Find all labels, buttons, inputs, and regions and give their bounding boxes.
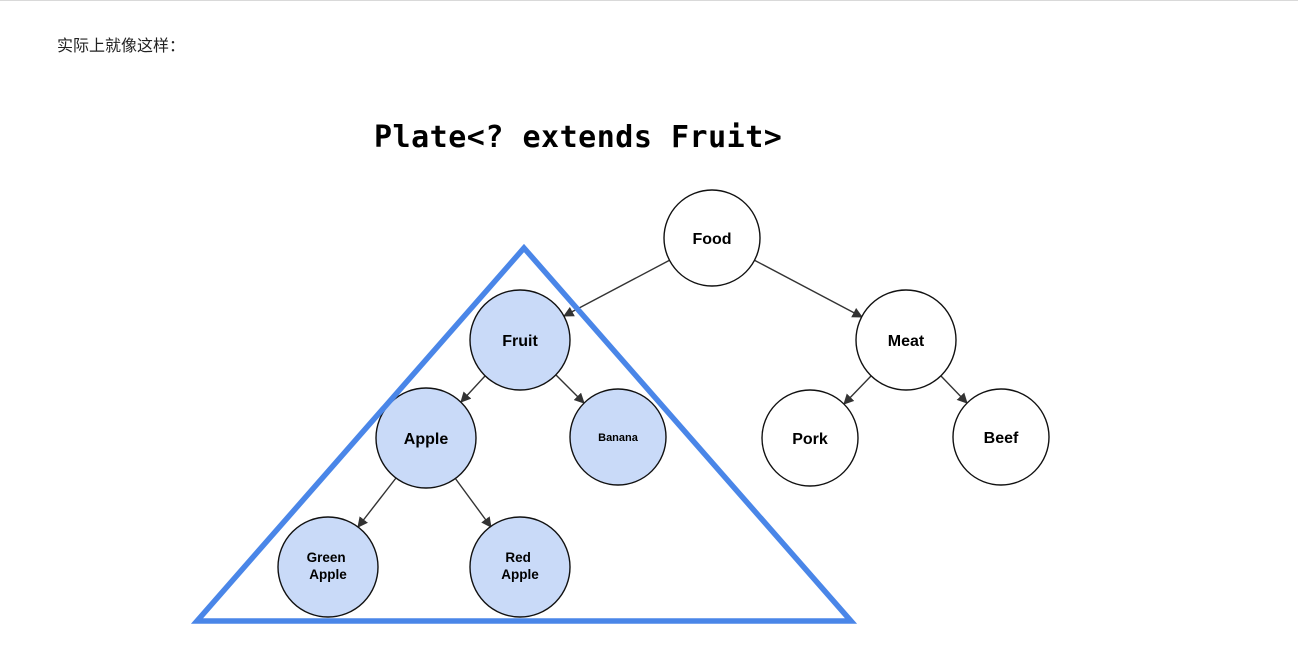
node-meat-label: Meat	[888, 333, 925, 350]
node-meat-circle	[855, 289, 957, 391]
node-red-apple-label: Red Apple	[501, 550, 539, 582]
node-fruit: Fruit	[469, 289, 571, 391]
edge-fruit-apple	[460, 375, 486, 403]
edge-food-fruit	[563, 259, 671, 317]
node-red-apple-label-line1: Red	[505, 550, 531, 565]
intro-text: 实际上就像这样：	[57, 38, 186, 55]
node-green-apple-label: Green Apple	[307, 550, 350, 582]
edge-food-meat	[753, 259, 863, 318]
node-fruit-label: Fruit	[502, 333, 538, 350]
node-food-circle	[663, 189, 761, 287]
tree-edges	[357, 259, 968, 528]
node-food-label: Food	[692, 231, 731, 248]
edge-apple-green-apple	[357, 477, 397, 528]
node-pork-circle	[761, 389, 859, 487]
node-banana-label: Banana	[598, 432, 639, 444]
edge-meat-beef	[940, 375, 968, 404]
node-red-apple-circle	[469, 516, 571, 618]
node-food: Food	[663, 189, 761, 287]
node-green-apple: Green Apple	[277, 516, 379, 618]
node-fruit-circle	[469, 289, 571, 391]
node-banana: Banana	[569, 388, 667, 486]
node-meat: Meat	[855, 289, 957, 391]
edge-meat-pork	[843, 375, 872, 405]
node-beef-circle	[952, 388, 1050, 486]
node-beef-label: Beef	[984, 430, 1019, 447]
node-apple-label: Apple	[404, 431, 449, 448]
edge-fruit-banana	[555, 374, 585, 404]
highlight-triangle	[190, 243, 858, 624]
node-pork-label: Pork	[792, 431, 828, 448]
node-pork: Pork	[761, 389, 859, 487]
edge-apple-red-apple	[454, 477, 492, 528]
diagram-title: Plate<? extends Fruit>	[374, 120, 783, 155]
node-green-apple-circle	[277, 516, 379, 618]
node-red-apple-label-line2: Apple	[501, 567, 539, 582]
node-apple: Apple	[375, 387, 477, 489]
top-divider	[0, 0, 1298, 1]
node-banana-circle	[569, 388, 667, 486]
node-red-apple: Red Apple	[469, 516, 571, 618]
node-green-apple-label-line1: Green	[307, 550, 346, 565]
node-beef: Beef	[952, 388, 1050, 486]
node-green-apple-label-line2: Apple	[309, 567, 347, 582]
node-apple-circle	[375, 387, 477, 489]
